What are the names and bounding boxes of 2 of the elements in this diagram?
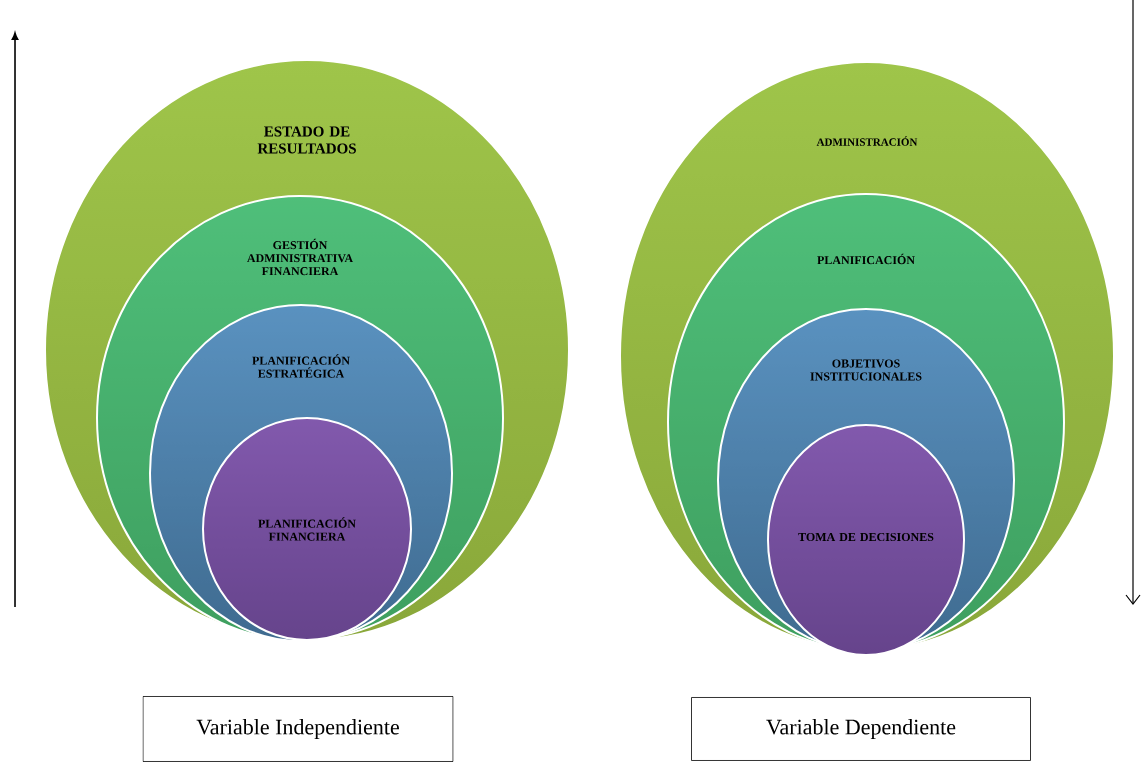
label-box: Variable Independiente xyxy=(142,696,454,762)
label-box: Variable Dependiente xyxy=(691,697,1031,761)
